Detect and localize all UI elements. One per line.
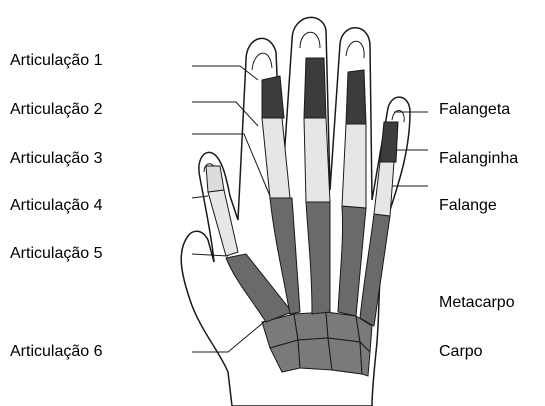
label-articulacao-3: Articulação 3 <box>10 149 103 169</box>
label-articulacao-1: Articulação 1 <box>10 51 103 71</box>
label-falanginha: Falanginha <box>439 149 518 169</box>
label-falange: Falange <box>439 196 497 216</box>
middle-phalanges <box>206 166 224 192</box>
label-articulacao-2: Articulação 2 <box>10 100 103 120</box>
label-falangeta: Falangeta <box>439 100 510 120</box>
carpal-bones <box>262 312 372 376</box>
proximal-phalanges <box>208 118 394 256</box>
label-articulacao-6: Articulação 6 <box>10 342 103 362</box>
label-carpo: Carpo <box>439 342 483 362</box>
metacarpal-bones <box>226 198 390 326</box>
label-articulacao-5: Articulação 5 <box>10 244 103 264</box>
label-metacarpo: Metacarpo <box>439 293 515 313</box>
label-articulacao-4: Articulação 4 <box>10 196 103 216</box>
